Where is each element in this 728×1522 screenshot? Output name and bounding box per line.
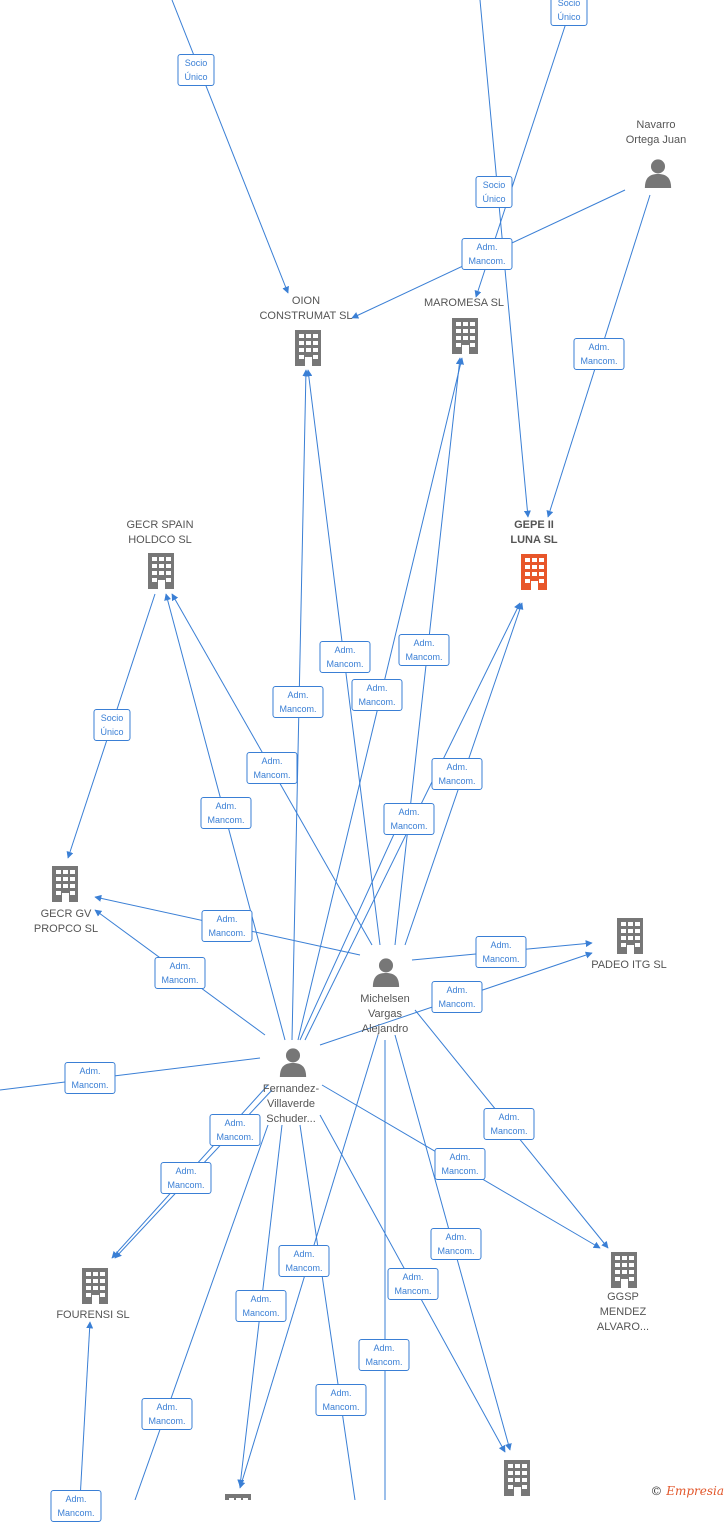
edge-label: Adm. Mancom.: [64, 1062, 116, 1094]
edge-label: Adm. Mancom.: [431, 758, 483, 790]
edge-label: Adm. Mancom.: [154, 957, 206, 989]
edge-label: Adm. Mancom.: [235, 1290, 287, 1322]
edge-label: Adm. Mancom.: [319, 641, 371, 673]
edge: [171, 0, 289, 294]
edge-label: Adm. Mancom.: [50, 1490, 102, 1522]
edge-label: Adm. Mancom.: [278, 1245, 330, 1277]
node-label-gecr-gv[interactable]: GECR GV PROPCO SL: [33, 908, 99, 935]
building-icon[interactable]: [452, 318, 478, 354]
edge-label: Adm. Mancom.: [434, 1148, 486, 1180]
edge: [299, 1124, 356, 1500]
edge-label: Socio Único: [177, 54, 215, 86]
node-label-ggsp[interactable]: GGSP MENDEZ ALVARO...: [596, 1291, 650, 1333]
edge-label: Adm. Mancom.: [431, 981, 483, 1013]
person-icon[interactable]: [279, 1048, 307, 1077]
building-icon[interactable]: [521, 554, 547, 590]
building-icon[interactable]: [225, 1494, 251, 1500]
node-label-fernandez[interactable]: Fernandez- Villaverde Schuder...: [262, 1083, 320, 1125]
edge-label: Adm. Mancom.: [209, 1114, 261, 1146]
edge: [134, 1124, 269, 1500]
building-icon[interactable]: [52, 866, 78, 902]
edge-label: Socio Único: [475, 176, 513, 208]
edge-label: Adm. Mancom.: [351, 679, 403, 711]
node-label-maromesa[interactable]: MAROMESA SL: [423, 297, 505, 309]
edge-label: Adm. Mancom.: [573, 338, 625, 370]
node-label-oion[interactable]: OION CONSTRUMAT SL: [259, 295, 353, 322]
footer-credit[interactable]: © Empresia: [650, 1484, 724, 1498]
copyright-symbol: ©: [650, 1484, 663, 1498]
edge-label: Adm. Mancom.: [461, 238, 513, 270]
node-label-padeo[interactable]: PADEO ITG SL: [591, 959, 667, 971]
building-icon[interactable]: [82, 1268, 108, 1304]
building-icon[interactable]: [504, 1460, 530, 1496]
person-icon[interactable]: [644, 159, 672, 188]
node-label-michelsen[interactable]: Michelsen Vargas Alejandro: [360, 993, 410, 1035]
edge-label: Adm. Mancom.: [475, 936, 527, 968]
edge-label: Adm. Mancom.: [160, 1162, 212, 1194]
edge-label: Adm. Mancom.: [358, 1339, 410, 1371]
edge-label: Adm. Mancom.: [383, 803, 435, 835]
person-icon[interactable]: [372, 958, 400, 987]
edge-label: Socio Único: [550, 0, 588, 26]
edge-label: Adm. Mancom.: [387, 1268, 439, 1300]
edge-label: Adm. Mancom.: [315, 1384, 367, 1416]
edge: [299, 809, 406, 1041]
node-label-gepe[interactable]: GEPE II LUNA SL: [510, 519, 558, 546]
building-icon[interactable]: [617, 918, 643, 954]
node-label-gecr-spain[interactable]: GECR SPAIN HOLDCO SL: [126, 519, 194, 546]
edge-label: Adm. Mancom.: [200, 797, 252, 829]
edge-label: Adm. Mancom.: [201, 910, 253, 942]
brand-logo[interactable]: Empresia: [666, 1484, 724, 1498]
building-icon[interactable]: [611, 1252, 637, 1288]
building-icon[interactable]: [148, 553, 174, 589]
node-label-navarro[interactable]: Navarro Ortega Juan: [625, 119, 687, 146]
edge-label: Adm. Mancom.: [246, 752, 298, 784]
edge-label: Socio Único: [93, 709, 131, 741]
edge-label: Adm. Mancom.: [483, 1108, 535, 1140]
edge-label: Adm. Mancom.: [398, 634, 450, 666]
edge: [0, 1057, 261, 1091]
edge-label: Adm. Mancom.: [272, 686, 324, 718]
building-icon[interactable]: [295, 330, 321, 366]
edge-label: Adm. Mancom.: [141, 1398, 193, 1430]
edge-label: Adm. Mancom.: [430, 1228, 482, 1260]
node-label-fourensi[interactable]: FOURENSI SL: [56, 1309, 130, 1321]
edge: [79, 1321, 94, 1500]
